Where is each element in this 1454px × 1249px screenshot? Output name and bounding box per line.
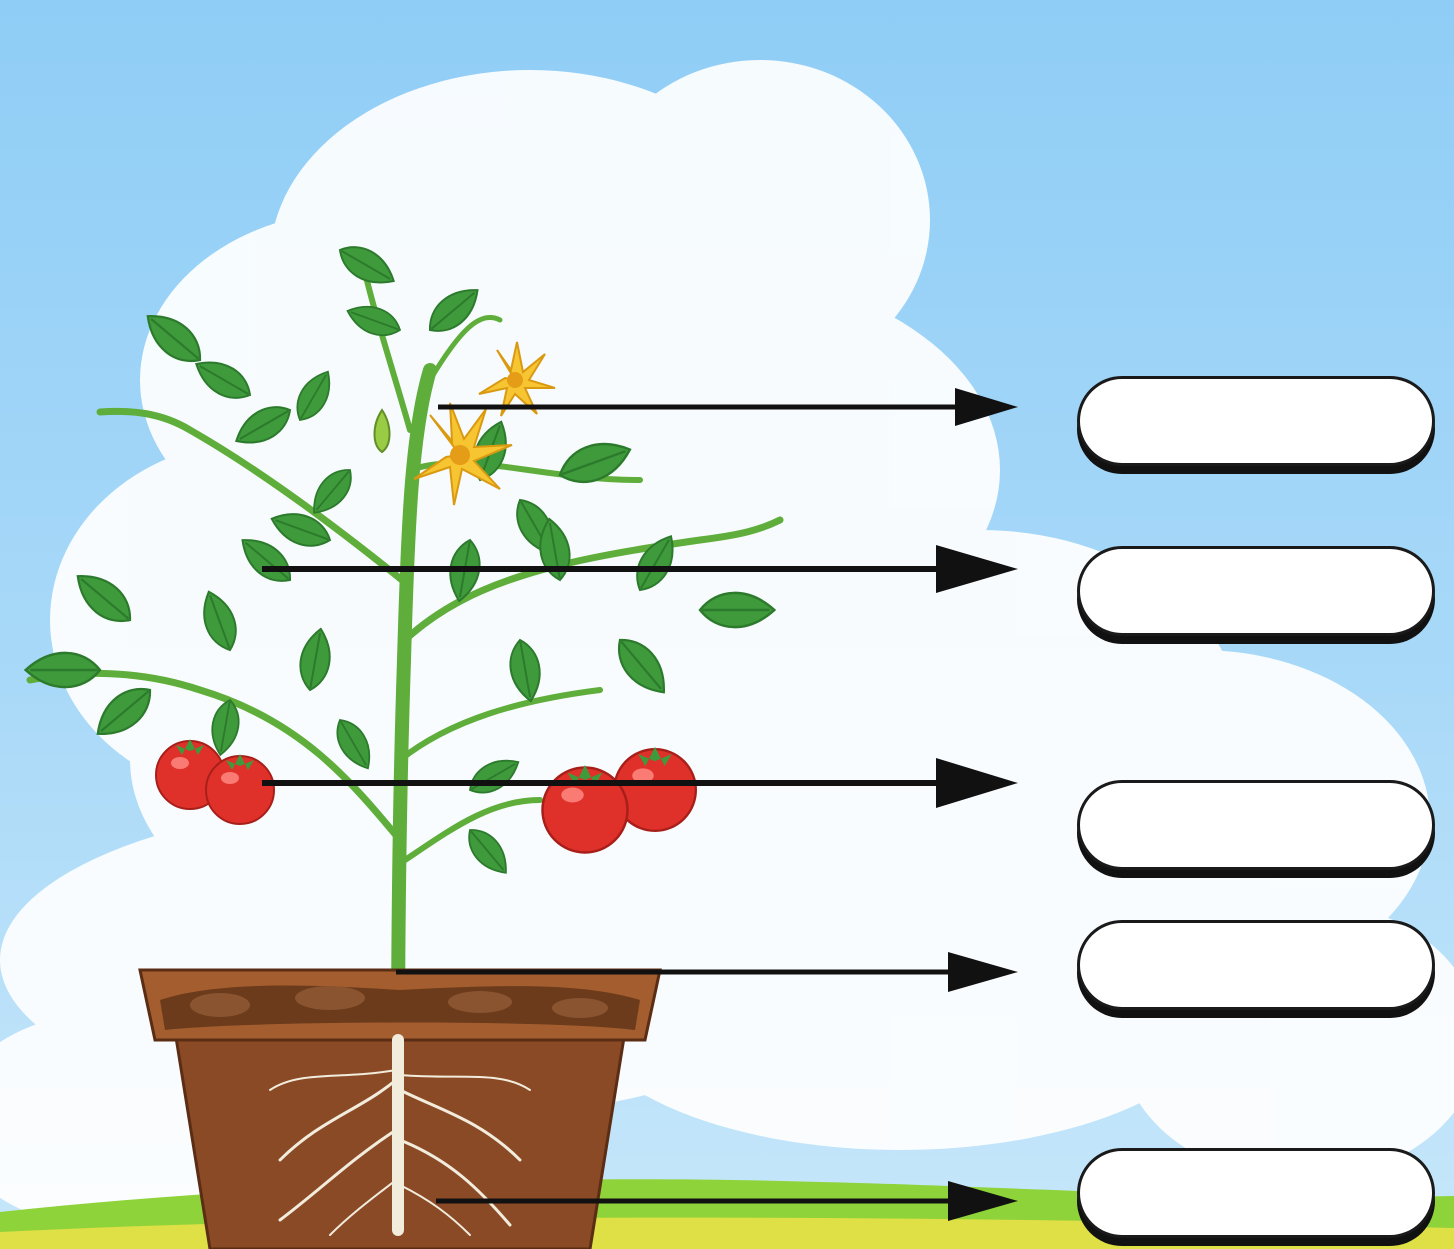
label-box-leaf[interactable] bbox=[1077, 546, 1435, 636]
arrow-stem bbox=[396, 952, 1018, 992]
arrow-flower bbox=[438, 388, 1018, 426]
arrow-fruit bbox=[262, 758, 1018, 808]
arrow-leaf bbox=[262, 545, 1018, 593]
label-box-flower[interactable] bbox=[1077, 376, 1435, 466]
label-box-stem[interactable] bbox=[1077, 920, 1435, 1010]
flower-pot bbox=[138, 968, 662, 1249]
plant-roots bbox=[269, 1034, 531, 1236]
arrow-root bbox=[436, 1181, 1018, 1221]
label-box-root[interactable] bbox=[1077, 1148, 1435, 1238]
label-box-fruit[interactable] bbox=[1077, 780, 1435, 870]
cloud-background bbox=[0, 60, 1454, 1230]
label-arrows bbox=[262, 388, 1018, 1221]
plant-flowers bbox=[373, 341, 556, 506]
